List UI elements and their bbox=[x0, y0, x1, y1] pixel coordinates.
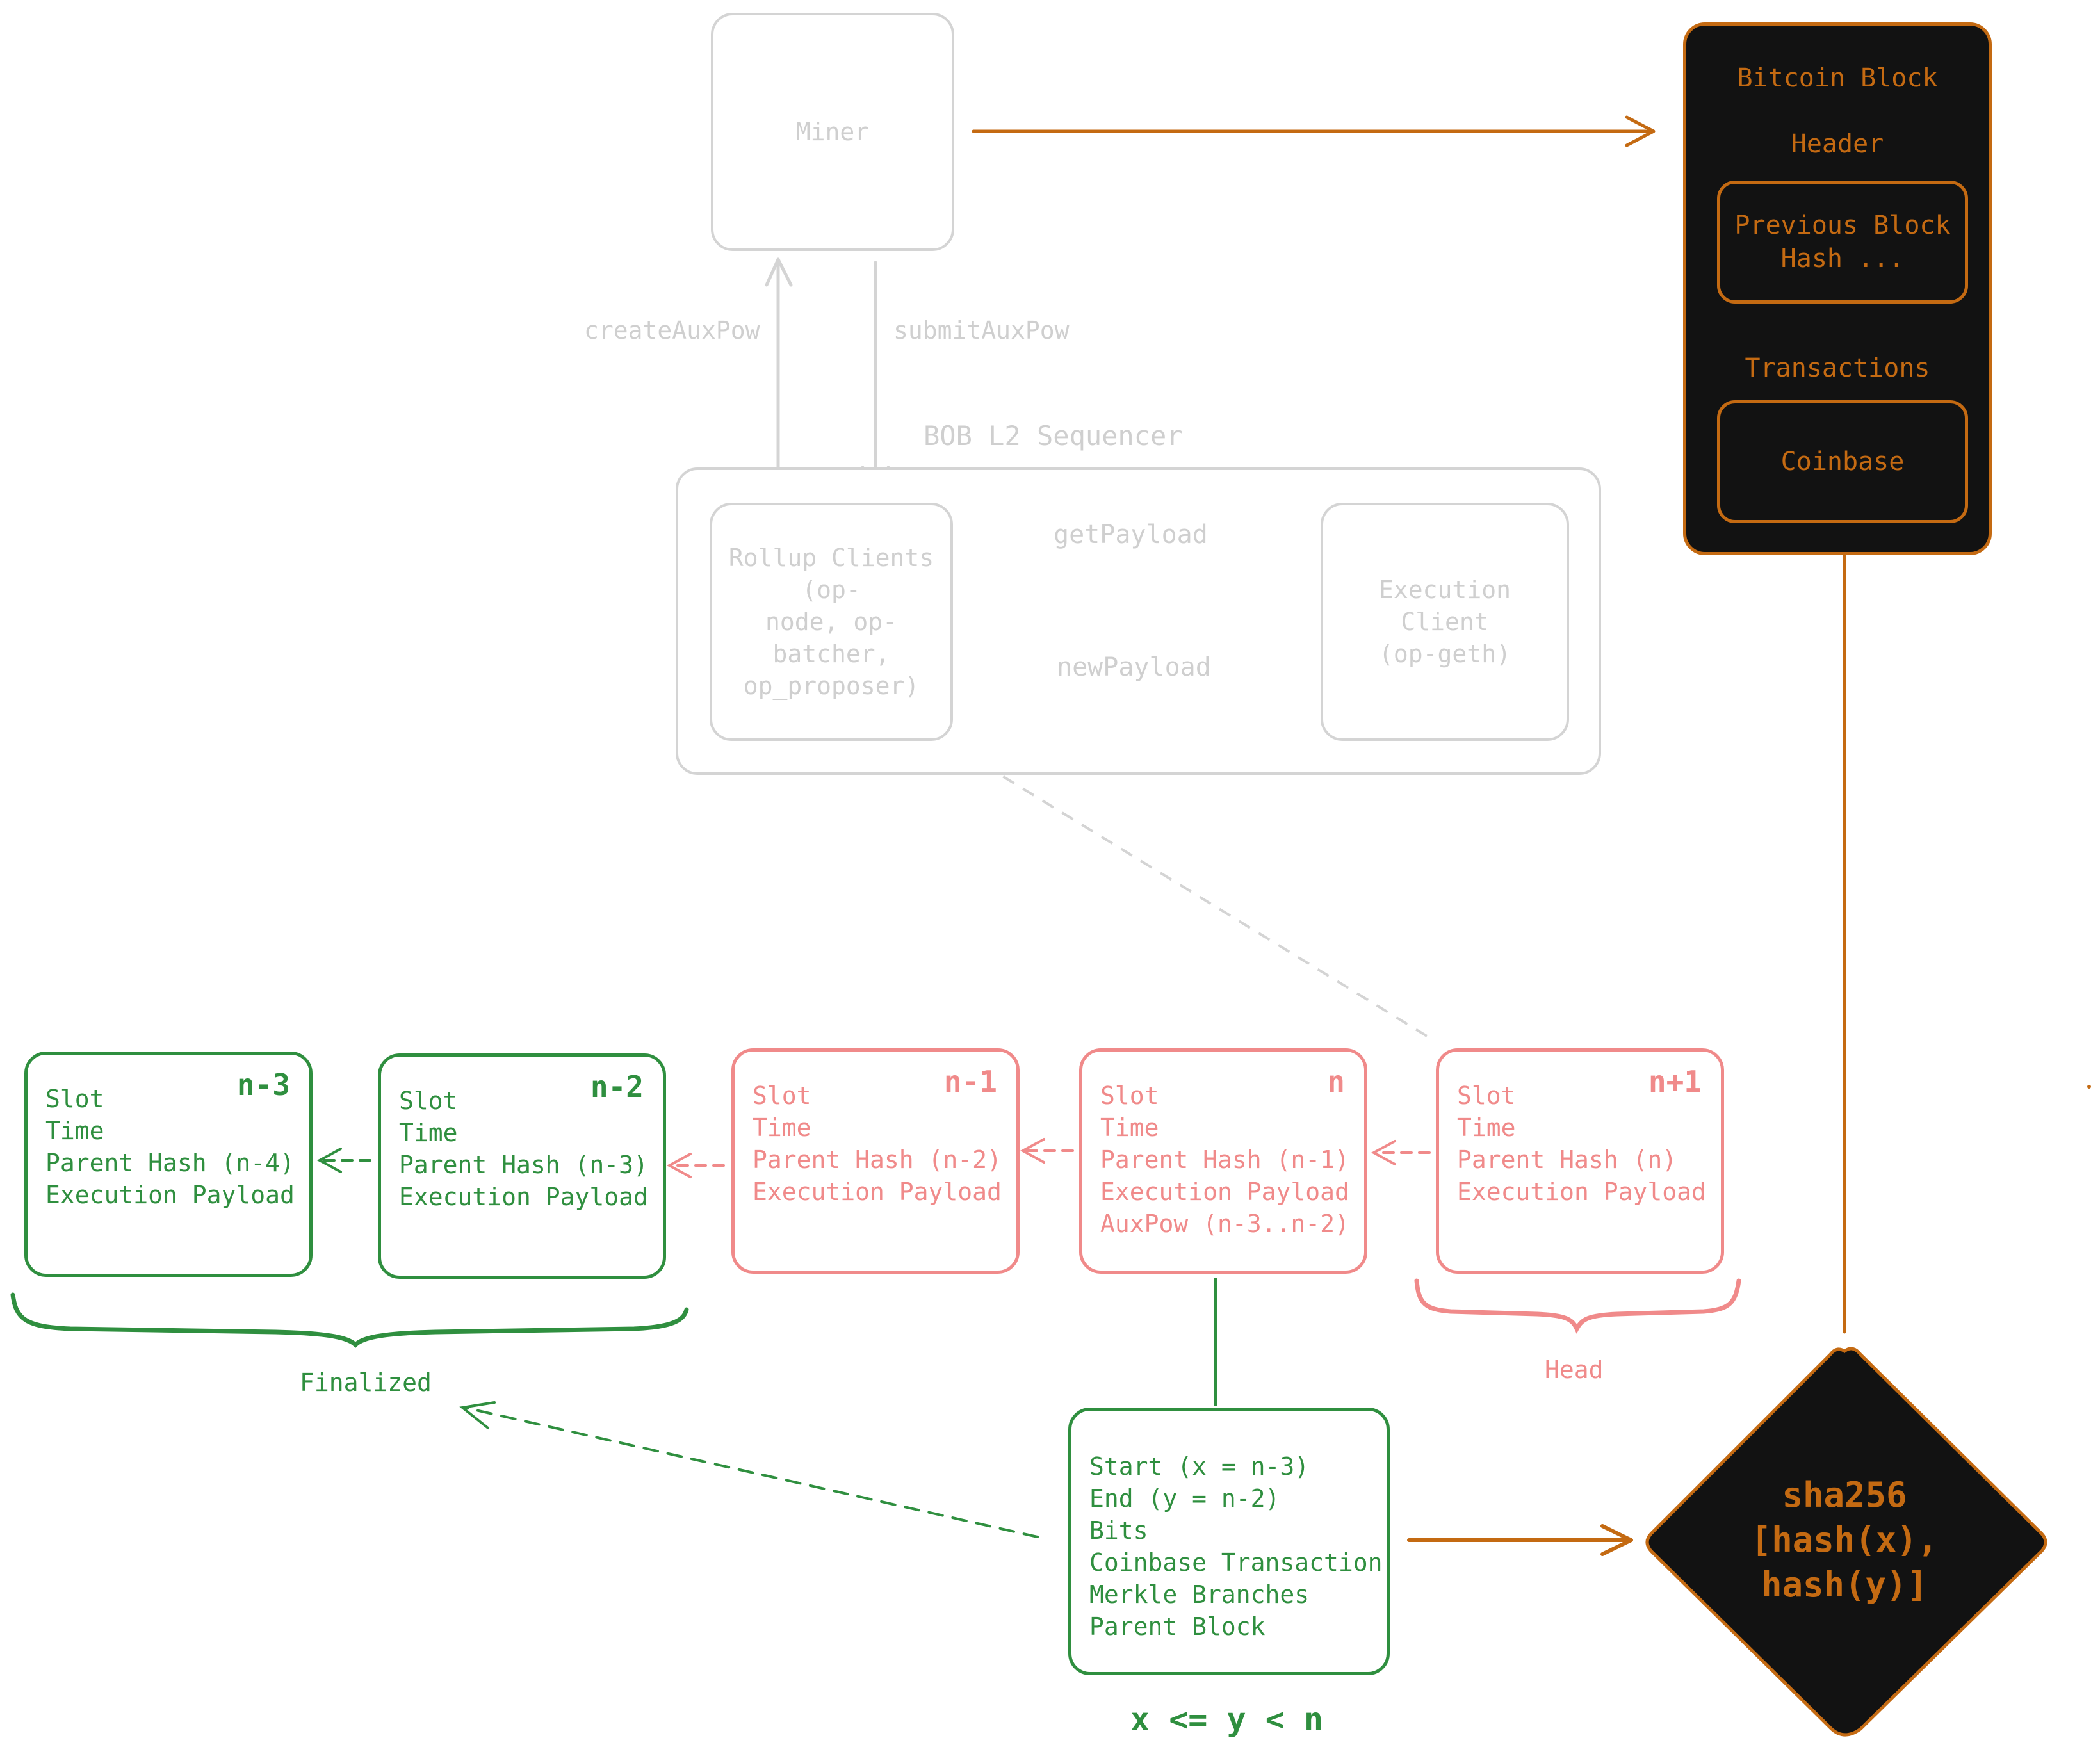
block-field: Execution Payload bbox=[1100, 1178, 1349, 1206]
execution-client-box[interactable]: Execution Client (op-geth) bbox=[1321, 503, 1569, 741]
stray-dot bbox=[2087, 1085, 2091, 1089]
transactions-label: Transactions bbox=[1745, 353, 1930, 383]
prev-hash-line-1: Previous Block bbox=[1734, 211, 1951, 240]
sequencer-title: BOB L2 Sequencer bbox=[924, 420, 1183, 451]
block-field: Parent Hash (n-1) bbox=[1100, 1146, 1349, 1174]
auxpow-to-hash-arrow bbox=[1407, 1524, 1633, 1556]
block-link-n-1-to-n-2 bbox=[666, 1153, 725, 1178]
prev-hash-line-2: Hash ... bbox=[1780, 244, 1905, 273]
block-field: Slot bbox=[399, 1087, 458, 1115]
auxpow-field: Parent Block bbox=[1089, 1612, 1266, 1641]
submit-auxpow-label: submitAuxPow bbox=[893, 316, 1070, 345]
sequencer-to-head-dashed-line bbox=[963, 751, 1428, 1037]
new-payload-label: newPayload bbox=[1057, 653, 1211, 682]
auxpow-field: End (y = n-2) bbox=[1089, 1484, 1280, 1513]
block-field: Execution Payload bbox=[753, 1178, 1002, 1206]
block-field: Execution Payload bbox=[399, 1183, 648, 1211]
head-brace bbox=[1414, 1278, 1741, 1334]
block-field: Parent Hash (n-4) bbox=[45, 1149, 295, 1177]
rollup-line-3: op_proposer) bbox=[743, 672, 920, 700]
get-payload-label: getPayload bbox=[1054, 520, 1208, 549]
miner-box[interactable]: Miner bbox=[711, 13, 954, 251]
auxpow-field: Merkle Branches bbox=[1089, 1580, 1310, 1609]
create-auxpow-label: createAuxPow bbox=[584, 316, 760, 345]
rollup-line-2: node, op-batcher, bbox=[765, 608, 897, 668]
miner-label: Miner bbox=[795, 118, 870, 146]
block-field: Parent Hash (n) bbox=[1457, 1146, 1677, 1174]
block-number: n+1 bbox=[1648, 1064, 1702, 1099]
block-number: n bbox=[1327, 1064, 1345, 1099]
block-field: Slot bbox=[1457, 1082, 1516, 1110]
hash-line: [hash(x), bbox=[1750, 1520, 1939, 1560]
previous-block-hash-box[interactable]: Previous Block Hash ... bbox=[1717, 181, 1968, 304]
bitcoin-header-label: Header bbox=[1791, 129, 1884, 159]
block-field: Time bbox=[1100, 1114, 1159, 1142]
block-link-n-2-to-n-3 bbox=[316, 1148, 371, 1173]
hash-line: sha256 bbox=[1782, 1475, 1907, 1515]
block-number: n-1 bbox=[943, 1064, 997, 1099]
block-field: Execution Payload bbox=[1457, 1178, 1706, 1206]
block-n-2[interactable]: n-2 Slot Time Parent Hash (n-3) Executio… bbox=[378, 1053, 666, 1279]
block-link-n-to-n-1 bbox=[1020, 1138, 1074, 1164]
hash-diamond-shape bbox=[1645, 1347, 2047, 1737]
auxpow-box[interactable]: Start (x = n-3) End (y = n-2) Bits Coinb… bbox=[1068, 1408, 1390, 1675]
head-label: Head bbox=[1545, 1356, 1604, 1384]
finalized-label: Finalized bbox=[300, 1368, 432, 1397]
bitcoin-block[interactable]: Bitcoin Block Header Previous Block Hash… bbox=[1683, 22, 1992, 555]
auxpow-field: Coinbase Transaction bbox=[1089, 1548, 1383, 1577]
execution-line-2: Client bbox=[1401, 608, 1489, 636]
block-field: Slot bbox=[45, 1085, 104, 1113]
block-field: Slot bbox=[753, 1082, 811, 1110]
auxpow-condition: x <= y < n bbox=[1130, 1701, 1324, 1738]
block-field: Time bbox=[753, 1114, 811, 1142]
block-n-3[interactable]: n-3 Slot Time Parent Hash (n-4) Executio… bbox=[24, 1052, 313, 1277]
hash-to-coinbase-arrow bbox=[1830, 496, 1859, 1334]
hash-line: hash(y)] bbox=[1761, 1564, 1928, 1605]
execution-line-3: (op-geth) bbox=[1379, 640, 1511, 668]
block-number: n-3 bbox=[236, 1068, 290, 1102]
block-field: Time bbox=[1457, 1114, 1516, 1142]
block-number: n-2 bbox=[590, 1069, 644, 1104]
create-auxpow-arrow bbox=[765, 257, 793, 500]
auxpow-field: Bits bbox=[1089, 1516, 1148, 1545]
finalized-brace bbox=[10, 1292, 689, 1348]
block-n-plus-1[interactable]: n+1 Slot Time Parent Hash (n) Execution … bbox=[1436, 1048, 1724, 1274]
block-field: Slot bbox=[1100, 1082, 1159, 1110]
miner-to-bitcoin-arrow bbox=[972, 115, 1656, 147]
bitcoin-block-title: Bitcoin Block bbox=[1737, 63, 1938, 93]
block-field: Parent Hash (n-3) bbox=[399, 1151, 648, 1179]
block-field: Time bbox=[399, 1119, 458, 1147]
block-link-n1-to-n bbox=[1371, 1140, 1431, 1165]
coinbase-box[interactable]: Coinbase bbox=[1717, 400, 1968, 523]
block-field: Time bbox=[45, 1117, 104, 1145]
rollup-clients-box[interactable]: Rollup Clients (op- node, op-batcher, op… bbox=[710, 503, 953, 741]
auxpow-field: Start (x = n-3) bbox=[1089, 1452, 1310, 1481]
block-field: AuxPow (n-3..n-2) bbox=[1100, 1210, 1349, 1238]
hash-diamond: sha256 [hash(x), hash(y)] bbox=[1716, 1473, 1973, 1607]
execution-line-1: Execution bbox=[1379, 576, 1511, 604]
block-field: Parent Hash (n-2) bbox=[753, 1146, 1002, 1174]
rollup-line-1: Rollup Clients (op- bbox=[728, 544, 934, 604]
submit-auxpow-arrow bbox=[861, 261, 890, 496]
block-n-1[interactable]: n-1 Slot Time Parent Hash (n-2) Executio… bbox=[731, 1048, 1020, 1274]
block-field: Execution Payload bbox=[45, 1181, 295, 1209]
auxpow-to-finalized-arrow bbox=[459, 1401, 1039, 1538]
block-n[interactable]: n Slot Time Parent Hash (n-1) Execution … bbox=[1079, 1048, 1367, 1274]
coinbase-label: Coinbase bbox=[1780, 447, 1905, 476]
